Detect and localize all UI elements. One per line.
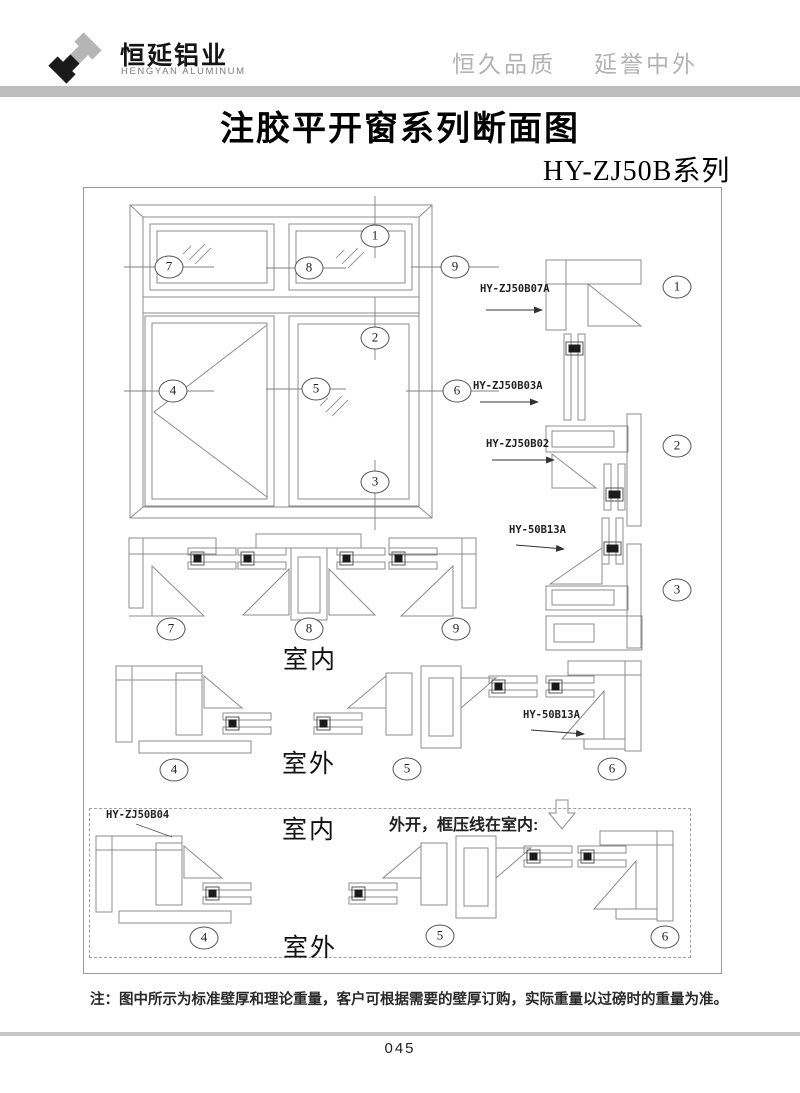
section-7-profile (129, 538, 236, 616)
section-2-profile (545, 413, 642, 527)
callout-8-elevation: 8 (294, 256, 324, 280)
outward-opening-variant-box (89, 808, 691, 958)
section-9-profile (389, 538, 476, 616)
outdoor-label-1: 室外 (281, 751, 337, 778)
footer-note: 注：图中所示为标准壁厚和理论重量，客户可根据需要的壁厚订购，实际重量以过磅时的重… (90, 992, 728, 1008)
callout-6-elevation: 6 (442, 379, 472, 403)
label-hy-zj50b07a: HY-ZJ50B07A (480, 283, 550, 295)
window-elevation-drawing (129, 204, 433, 519)
callout-2-section: 2 (662, 434, 692, 458)
outward-opening-note: 外开，框压线在室内: (389, 817, 539, 834)
footer-divider-bar (0, 1032, 800, 1036)
section-5-profile (314, 666, 537, 748)
header-divider-bar (0, 86, 800, 97)
section-1-profile (545, 259, 643, 331)
callout-5-section: 5 (392, 757, 422, 781)
callout-9-elevation: 9 (440, 255, 470, 279)
outdoor-label-2: 室外 (282, 935, 338, 962)
callout-8-section: 8 (294, 617, 324, 641)
slogan-left: 恒久品质 (452, 51, 556, 77)
brand-logo-icon (48, 32, 102, 84)
callout-5-elevation: 5 (301, 377, 331, 401)
section-8-profile (238, 534, 385, 620)
label-hy-zj50b02: HY-ZJ50B02 (486, 438, 550, 450)
callout-6-section: 6 (597, 757, 627, 781)
callout-6-variant: 6 (650, 925, 680, 949)
brand-subtitle: HENGYAN ALUMINUM (121, 66, 246, 77)
callout-2-elevation: 2 (360, 326, 390, 350)
callout-4-elevation: 4 (158, 379, 188, 403)
callout-3-elevation: 3 (360, 470, 390, 494)
page-number: 045 (384, 1040, 416, 1057)
callout-9-section: 9 (441, 617, 471, 641)
label-hy-zj50b03a: HY-ZJ50B03A (473, 380, 543, 392)
glass-hatch-marks (182, 243, 365, 417)
diagram-frame: 1 2 3 4 5 6 7 8 9 1 2 3 7 8 9 4 5 6 4 5 … (83, 187, 722, 974)
callout-leader-lines (124, 196, 499, 530)
series-label: HY-ZJ50B系列 (543, 156, 731, 187)
header-slogans: 恒久品质 延誉中外 (452, 45, 736, 79)
down-arrow-icon (547, 799, 577, 830)
section-6-profile (546, 661, 641, 751)
callout-7-section: 7 (156, 617, 186, 641)
slogan-right: 延誉中外 (594, 51, 698, 77)
section-4-profile (116, 666, 271, 753)
callout-3-section: 3 (662, 578, 692, 602)
label-hy-50b13a-row: HY-50B13A (523, 709, 580, 721)
callout-1-section: 1 (662, 275, 692, 299)
indoor-label-2: 室内 (281, 817, 337, 844)
callout-5-variant: 5 (425, 924, 455, 948)
label-hy-50b13a: HY-50B13A (509, 524, 566, 536)
callout-7-elevation: 7 (154, 255, 184, 279)
callout-1-elevation: 1 (360, 224, 390, 248)
brand-name: 恒延铝业 (120, 42, 229, 70)
section-line-art (84, 196, 721, 973)
label-hy-zj50b04: HY-ZJ50B04 (106, 809, 170, 821)
callout-4-section: 4 (159, 758, 189, 782)
callout-4-variant: 4 (189, 926, 219, 950)
label-arrows (135, 306, 585, 838)
indoor-label-1: 室内 (282, 647, 338, 674)
section-3-profile (545, 543, 643, 651)
page-title: 注胶平开窗系列断面图 (220, 110, 580, 148)
